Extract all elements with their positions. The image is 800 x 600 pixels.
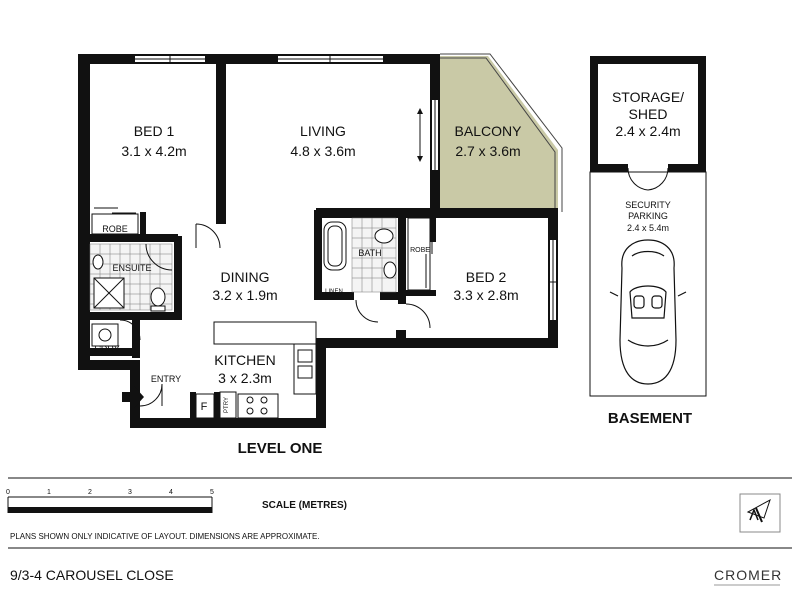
linen-label: LINEN: [325, 289, 343, 295]
storage-dims: 2.4 x 2.4m: [615, 123, 680, 139]
bed2-windows: [550, 240, 556, 320]
balcony-dims: 2.7 x 3.6m: [455, 143, 520, 159]
doors: [119, 223, 431, 407]
scale-tick-5: 5: [210, 489, 214, 496]
storage-door: [627, 167, 669, 191]
bed1-label: BED 1: [134, 123, 175, 139]
scale-tick-3: 3: [128, 489, 132, 496]
living-dims: 4.8 x 3.6m: [290, 143, 355, 159]
windows-top: [135, 56, 383, 62]
bed2-dims: 3.3 x 2.8m: [453, 287, 518, 303]
entry-label: ENTRY: [151, 374, 181, 384]
scale-bar: [7, 496, 213, 513]
bed2-label: BED 2: [466, 269, 507, 285]
pantry-label: PTRY: [224, 397, 230, 413]
bathroom-fixtures: [323, 217, 397, 293]
fridge-label: F: [201, 401, 208, 413]
robe-label: ROBE: [102, 224, 128, 234]
kitchen-counters: [195, 321, 317, 419]
scale-tick-0: 0: [6, 489, 10, 496]
bed1-dims: 3.1 x 4.2m: [121, 143, 186, 159]
level-one-title: LEVEL ONE: [238, 440, 323, 457]
balcony-floor: [438, 56, 558, 210]
dining-label: DINING: [221, 269, 270, 285]
parking-label-line1: SECURITY: [625, 200, 671, 210]
kitchen-label: KITCHEN: [214, 352, 275, 368]
bath-label: BATH: [358, 248, 381, 258]
balcony-label: BALCONY: [455, 123, 523, 139]
parking-label-line2: PARKING: [628, 211, 668, 221]
laundry-label: L'DRY: [94, 344, 120, 354]
living-label: LIVING: [300, 123, 346, 139]
storage-label-line2: SHED: [629, 106, 668, 122]
scale-tick-4: 4: [169, 489, 173, 496]
ensuite-fixtures: [92, 254, 166, 312]
entry-arrow-icon: [122, 386, 144, 408]
storage-walls: [590, 56, 706, 172]
storage-label-line1: STORAGE/: [612, 89, 684, 105]
scale-title: SCALE (METRES): [262, 500, 347, 511]
interior-walls: [88, 54, 436, 420]
basement-title: BASEMENT: [608, 410, 692, 427]
disclaimer-text: PLANS SHOWN ONLY INDICATIVE OF LAYOUT. D…: [10, 532, 320, 541]
balcony-balustrade: [436, 53, 563, 212]
parking-dims: 2.4 x 5.4m: [627, 223, 669, 233]
scale-tick-1: 1: [47, 489, 51, 496]
north-compass-icon: [739, 493, 781, 533]
kitchen-dims: 3 x 2.3m: [218, 370, 272, 386]
car-icon: [609, 239, 687, 385]
parking-bay: [589, 171, 707, 397]
bed1-robe: [91, 207, 139, 235]
bed2-robe: [407, 217, 433, 291]
laundry: [91, 323, 119, 347]
balcony-sliding-door: [417, 100, 438, 170]
robe2-label: ROBE: [410, 247, 430, 254]
ensuite-label: ENSUITE: [112, 263, 151, 273]
agency-brand: CROMER: [714, 567, 782, 583]
scale-tick-2: 2: [88, 489, 92, 496]
dining-dims: 3.2 x 1.9m: [212, 287, 277, 303]
property-address: 9/3-4 CAROUSEL CLOSE: [10, 567, 174, 583]
